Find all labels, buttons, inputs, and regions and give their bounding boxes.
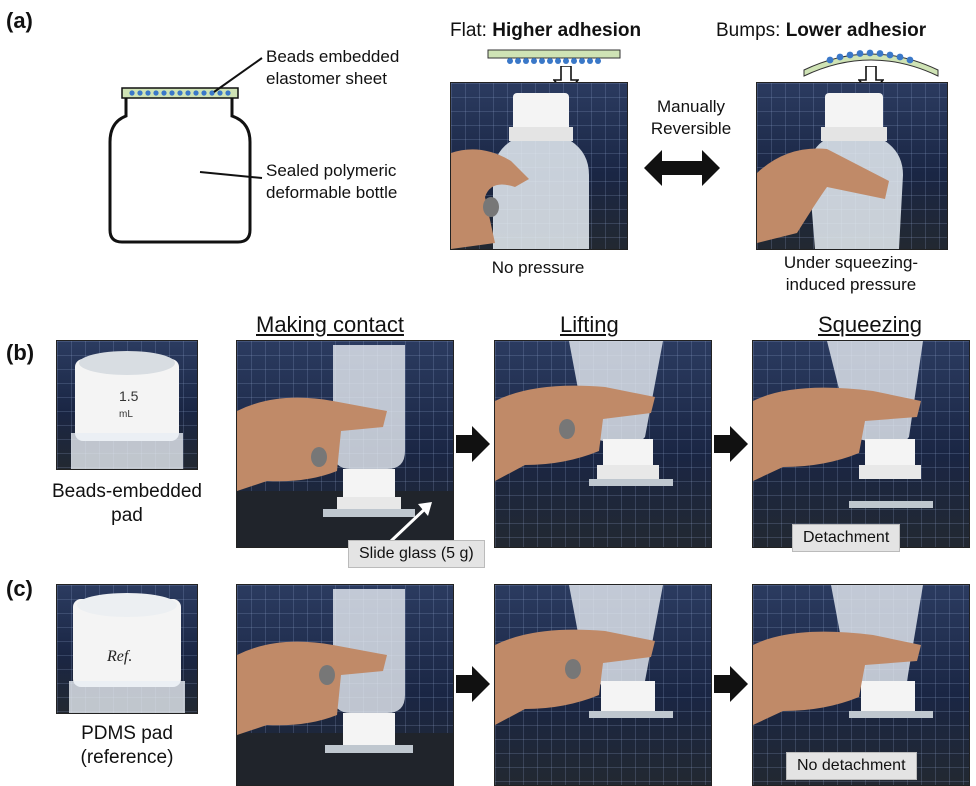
reversible-label: Manually Reversible (636, 96, 746, 140)
panel-a-label: (a) (6, 8, 33, 33)
caption-squeezing-line1: Under squeezing- (783, 253, 919, 272)
pad-annotation: Beads embedded elastomer sheet (266, 46, 399, 90)
flat-title-prefix: Flat: (450, 20, 493, 41)
pad-annotation-line1: Beads embedded (266, 47, 400, 66)
photo-c-making-contact (236, 584, 454, 786)
caption-squeezing-line2: induced pressure (785, 275, 917, 294)
caption-squeezing-pressure: Under squeezing- induced pressure (744, 252, 958, 296)
photo-c-lifting (494, 584, 712, 786)
pad-annotation-line2: elastomer sheet (266, 69, 387, 88)
cap-volume-text: 1.5 (119, 388, 139, 404)
photo-pdms-pad: Ref. (56, 584, 198, 714)
flat-title: Flat: Higher adhesion (450, 20, 641, 42)
photo-b-lifting (494, 340, 712, 548)
beads-pad-caption-line2: pad (111, 505, 143, 526)
pdms-pad-caption-line1: PDMS pad (81, 723, 173, 744)
col-title-making-contact: Making contact (256, 312, 404, 337)
bumps-sheet-icon (803, 49, 939, 77)
bottle-schematic (108, 87, 252, 244)
slide-pointer-arrow-icon (388, 502, 432, 544)
cap-unit-text: mL (119, 409, 133, 420)
right-arrow-icon (456, 426, 490, 462)
detachment-label: Detachment (792, 524, 901, 552)
beads-pad-caption-line1: Beads-embedded (52, 481, 202, 502)
pdms-pad-caption: PDMS pad (reference) (20, 722, 234, 770)
right-arrow-icon (714, 666, 748, 702)
bottle-annotation: Sealed polymeric deformable bottle (266, 160, 397, 204)
right-arrow-icon (456, 666, 490, 702)
beads-pad-caption: Beads-embedded pad (20, 480, 234, 528)
annotation-leaders (199, 57, 263, 179)
double-arrow-icon (644, 150, 720, 186)
photo-bumps-squeezed (756, 82, 948, 250)
panel-b-label: (b) (6, 340, 35, 365)
slide-glass-label: Slide glass (5 g) (348, 540, 485, 568)
ref-text: Ref. (106, 648, 132, 665)
caption-no-pressure: No pressure (491, 258, 585, 277)
no-detachment-label: No detachment (786, 752, 917, 780)
bumps-title-prefix: Bumps: (716, 20, 786, 41)
col-title-squeezing: Squeezing (818, 312, 922, 337)
col-title-lifting: Lifting (560, 312, 619, 337)
pdms-pad-caption-line2: (reference) (80, 747, 174, 768)
reversible-line2: Reversible (650, 119, 732, 138)
bumps-title-bold: Lower adhesior (785, 20, 927, 41)
reversible-line1: Manually (656, 97, 726, 116)
photo-c-squeezing (752, 584, 970, 786)
flat-title-bold: Higher adhesion (492, 20, 642, 41)
photo-b-squeezing (752, 340, 970, 548)
right-arrow-icon (714, 426, 748, 462)
bumps-title: Bumps: Lower adhesior (716, 20, 926, 42)
bottle-annotation-line1: Sealed polymeric (266, 161, 397, 180)
photo-flat-no-pressure (450, 82, 628, 250)
panel-c-label: (c) (6, 576, 33, 601)
bottle-annotation-line2: deformable bottle (266, 183, 398, 202)
photo-b-making-contact (236, 340, 454, 548)
photo-beads-pad: 1.5 mL (56, 340, 198, 470)
flat-sheet-icon (487, 49, 621, 64)
